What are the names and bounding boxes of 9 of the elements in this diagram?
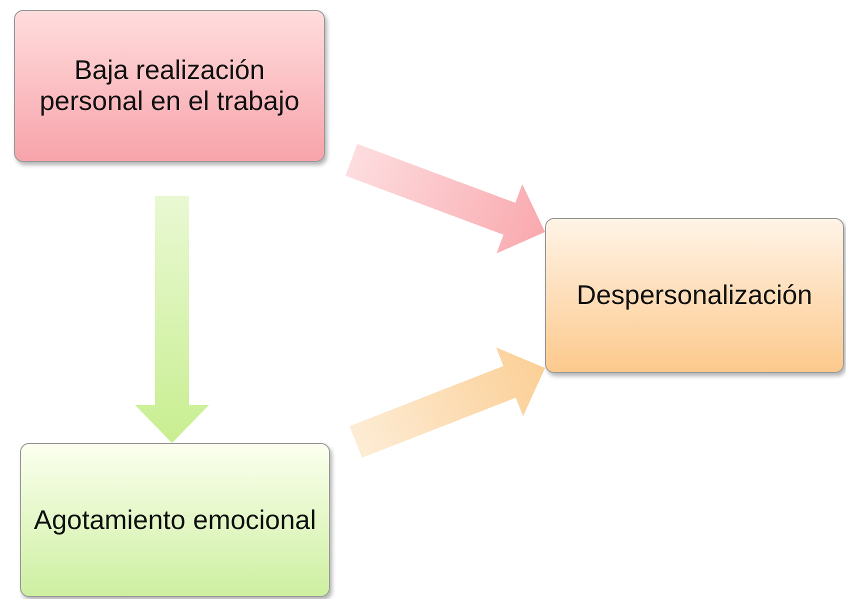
process-box — [14, 10, 325, 162]
box-label: Agotamiento emocional — [34, 504, 316, 536]
box-label: Despersonalización — [576, 280, 812, 311]
process-box — [545, 218, 844, 373]
block-arrow — [346, 144, 545, 254]
box-label: Baja realización personal en el trabajo — [38, 55, 300, 117]
block-arrow — [135, 196, 209, 443]
block-arrow — [350, 347, 545, 458]
process-box — [20, 443, 330, 597]
